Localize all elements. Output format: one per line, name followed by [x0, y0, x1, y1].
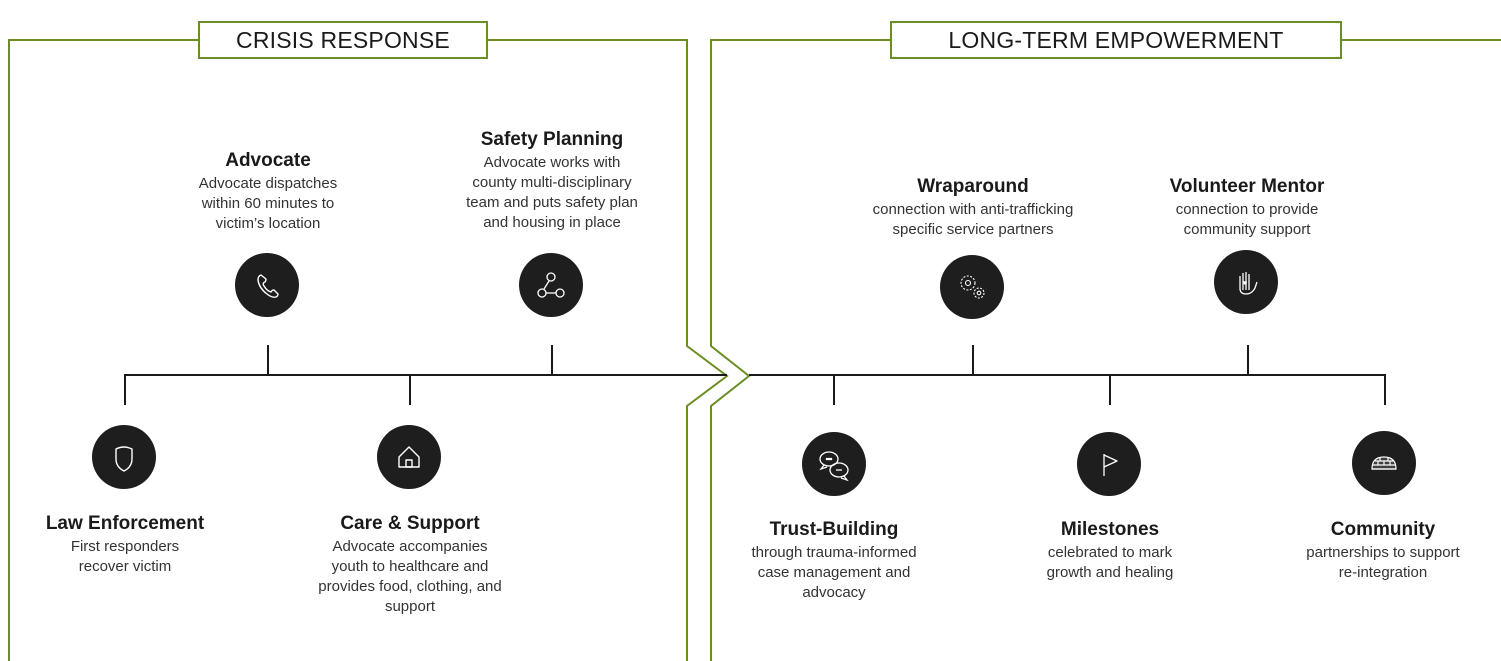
volunteer-mentor-description: connection to provide community support [1175, 201, 1319, 238]
crisis-frame-border [8, 39, 198, 661]
milestones-block: Milestones celebrated to mark growth and… [990, 519, 1230, 583]
crisis-response-title: CRISIS RESPONSE [198, 21, 488, 59]
trust-building-block: Trust-Building through trauma-informed c… [714, 519, 954, 603]
wraparound-title: Wraparound [917, 176, 1029, 197]
empowerment-frame-border [710, 39, 890, 661]
trust-building-description: through trauma-informed case management … [751, 544, 917, 601]
house-icon [377, 425, 441, 489]
milestones-title: Milestones [1060, 519, 1160, 540]
law-enforcement-block: Law Enforcement First responders recover… [2, 513, 248, 577]
community-block: Community partnerships to support re-int… [1263, 519, 1501, 583]
shield-icon [92, 425, 156, 489]
care-support-block: Care & Support Advocate accompanies yout… [290, 513, 530, 617]
crisis-frame-border-right [486, 39, 729, 661]
chat-bubbles-icon [802, 432, 866, 496]
wraparound-description: connection with anti-trafficking specifi… [872, 201, 1074, 238]
network-icon [519, 253, 583, 317]
long-term-empowerment-title: LONG-TERM EMPOWERMENT [890, 21, 1342, 59]
law-enforcement-title: Law Enforcement [45, 513, 205, 534]
advocate-description: Advocate dispatches within 60 minutes to… [198, 175, 338, 232]
hand-heart-icon [1214, 250, 1278, 314]
wraparound-block: Wraparound connection with anti-traffick… [843, 176, 1103, 240]
igloo-icon [1352, 431, 1416, 495]
trust-building-title: Trust-Building [769, 519, 899, 540]
advocate-block: Advocate Advocate dispatches within 60 m… [148, 150, 388, 234]
care-support-title: Care & Support [340, 513, 480, 534]
advocate-title: Advocate [225, 150, 311, 171]
phone-icon [235, 253, 299, 317]
milestones-description: celebrated to mark growth and healing [1046, 544, 1174, 581]
safety-planning-block: Safety Planning Advocate works with coun… [432, 129, 672, 233]
community-title: Community [1330, 519, 1436, 540]
volunteer-mentor-block: Volunteer Mentor connection to provide c… [1127, 176, 1367, 240]
safety-planning-title: Safety Planning [480, 129, 624, 150]
volunteer-mentor-title: Volunteer Mentor [1169, 176, 1325, 197]
safety-planning-description: Advocate works with county multi-discipl… [466, 154, 638, 231]
gears-icon [940, 255, 1004, 319]
community-description: partnerships to support re-integration [1306, 544, 1460, 581]
law-enforcement-description: First responders recover victim [70, 538, 180, 575]
flag-icon [1077, 432, 1141, 496]
care-support-description: Advocate accompanies youth to healthcare… [318, 538, 502, 615]
